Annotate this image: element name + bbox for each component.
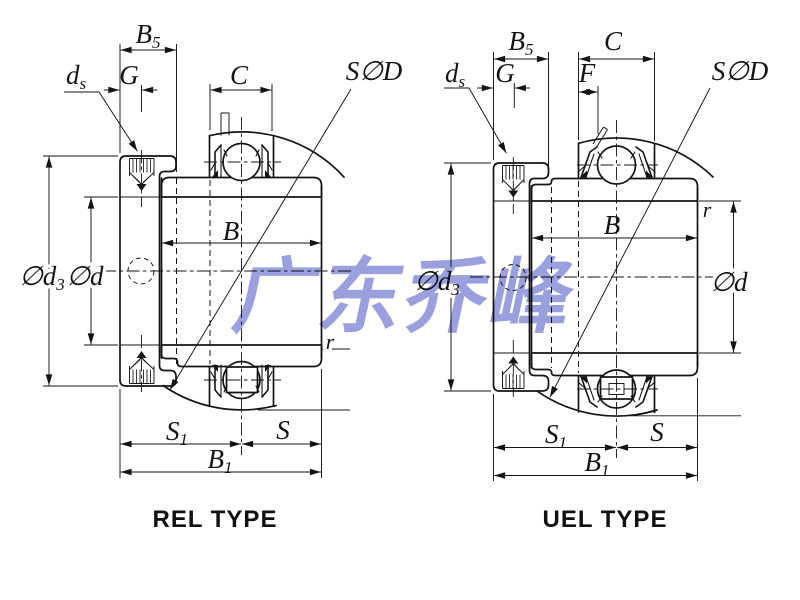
rel-label-r: r [326,329,335,354]
rel-collar-bore-lines [120,196,160,346]
rel-label-G: G [119,60,139,90]
rel-label-C: C [230,60,249,90]
rel-outer-ring-bottom-edges [208,365,275,408]
rel-bearing-top-section [208,112,345,182]
rel-seal-bottom-right [255,364,273,398]
rel-diagram: B5 G ds C S∅D B ∅d3 ∅d r S1 S B1 REL TYP… [16,19,403,533]
uel-sphere-arc-top [577,137,714,178]
rel-label-ds: ds [66,60,87,93]
rel-seal-bottom-left [210,364,228,398]
uel-label-sphereD: S∅D [712,56,769,86]
uel-leader-sphereD [549,87,711,398]
uel-screw-hole-hidden-circle [499,264,527,291]
uel-seal-bottom-right [630,375,656,408]
uel-flinger [592,126,608,147]
uel-outer-ring-bottom-edges [577,374,656,414]
watermark-text: 广东乔峰 [226,249,586,345]
rel-title: REL TYPE [153,506,278,533]
uel-label-S1: S1 [545,419,567,452]
uel-collar-bore-lines [493,200,530,354]
uel-diagram: B5 C G F ds S∅D B ∅d3 ∅d r S1 S B1 UEL T… [411,26,769,533]
rel-outer-ring-top-edges [208,134,275,179]
rel-seal-top-right [255,144,273,178]
uel-body-top-bar [530,177,699,202]
rel-sphere-arc-top [208,131,345,178]
uel-label-G: G [495,58,515,88]
uel-label-C: C [604,26,623,56]
uel-label-ds: ds [445,58,466,91]
rel-dimensions [43,44,352,478]
uel-bearing-top-section [577,126,714,185]
uel-seal-bottom-left [577,375,603,408]
rel-ball-centerlines [204,161,281,381]
uel-label-d3: ∅d3 [414,266,460,299]
uel-outer-ring-top-edges [577,142,656,180]
rel-leader-ds [64,91,138,152]
uel-label-B5: B5 [509,26,534,59]
uel-body-bottom-bar [530,352,699,377]
uel-bore-lines [530,200,699,354]
uel-bearing-bottom-section [537,369,741,417]
uel-leader-ds [444,87,507,154]
uel-label-r: r [703,197,712,222]
rel-collar-outline [119,155,177,387]
rel-label-S: S [276,415,290,445]
uel-label-S: S [650,417,664,447]
rel-label-sphereD: S∅D [346,56,403,86]
rel-label-B: B [223,216,240,246]
uel-seal-top-left [577,146,603,179]
uel-sphere-arc-bottom [537,390,658,417]
rel-hidden-lines [176,178,211,366]
rel-label-B5: B5 [136,19,161,52]
rel-slinger-tab [220,112,230,136]
uel-label-d: ∅d [710,267,748,297]
uel-label-B: B [604,210,621,240]
rel-sphere-arc-bottom [162,384,277,411]
uel-dimensions [444,52,741,481]
uel-body [530,177,699,377]
uel-ball-centerlines [577,164,658,390]
rel-label-S1: S1 [166,416,188,449]
rel-label-B1: B1 [208,444,233,477]
rel-label-d: ∅d [66,261,104,291]
rel-leader-sphereD [169,88,352,391]
rel-seal-top-left [210,144,228,178]
uel-seal-top-right [630,146,656,179]
uel-label-B1: B1 [585,447,610,480]
uel-label-F: F [578,58,596,88]
rel-label-d3: ∅d3 [19,261,65,294]
rel-body-bottom-bar [160,344,323,368]
uel-title: UEL TYPE [543,506,668,533]
